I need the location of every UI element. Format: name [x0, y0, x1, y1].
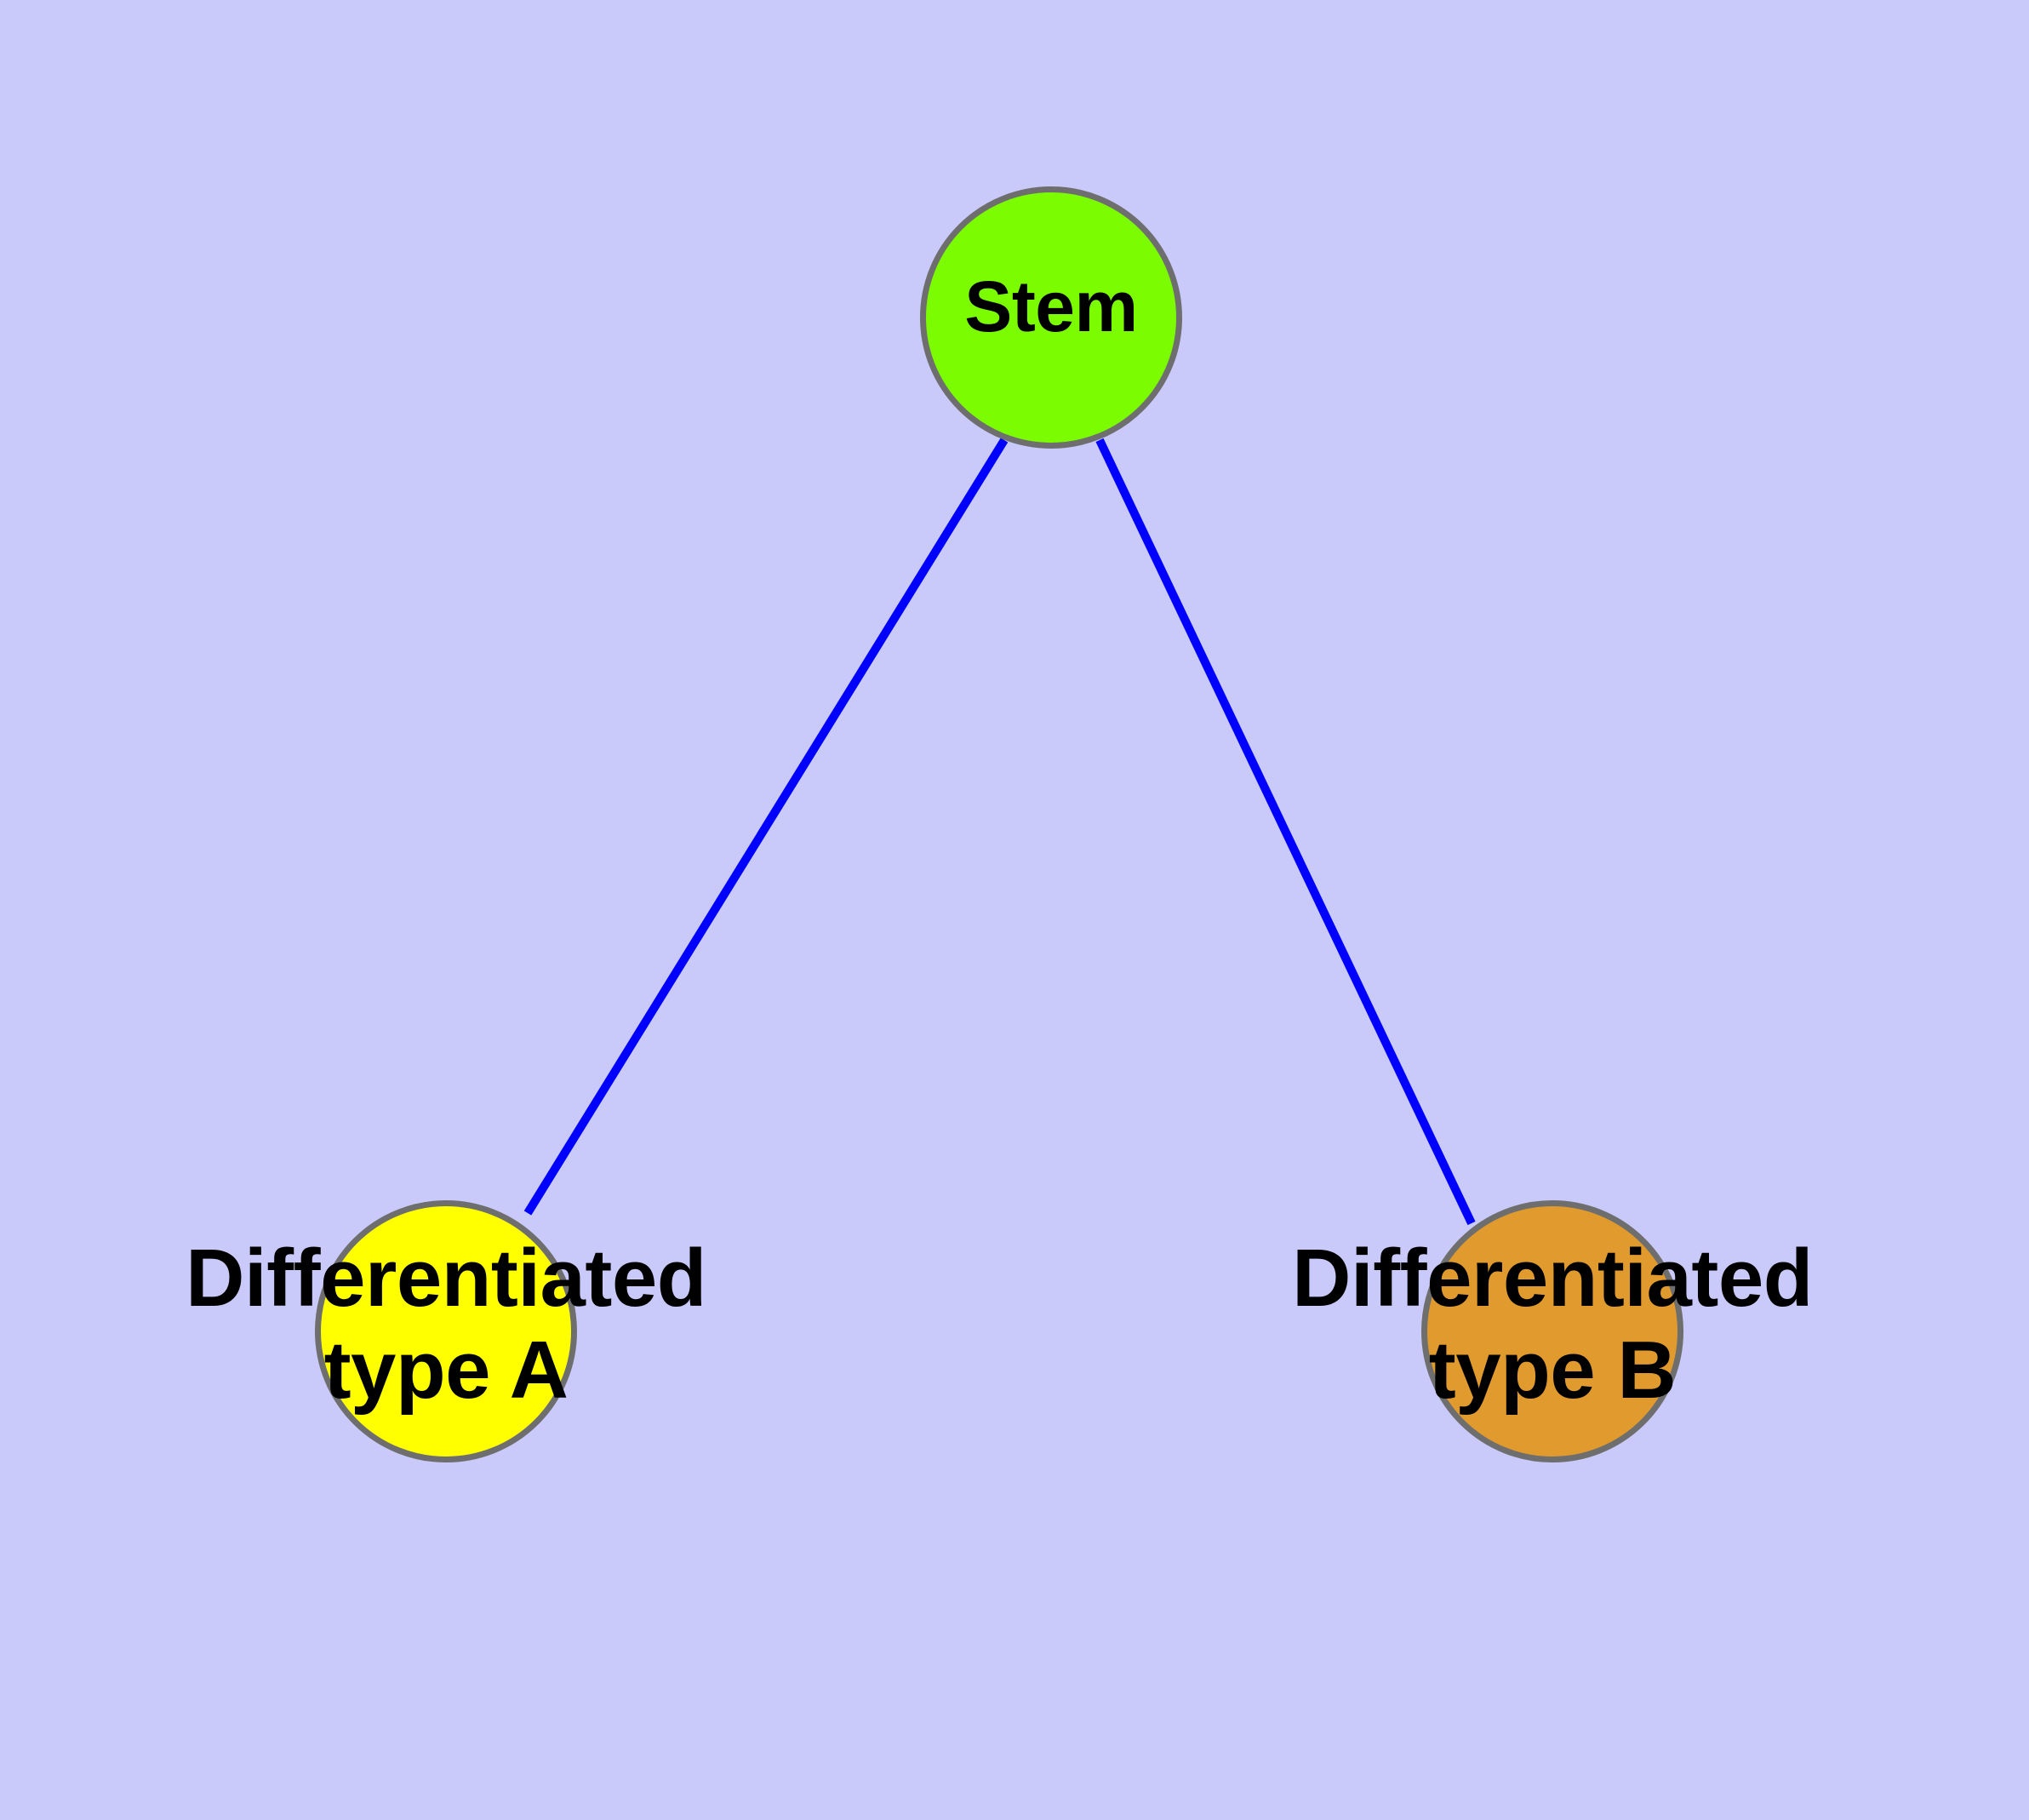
edge-stem-to-differentiated-type-b [1095, 438, 1476, 1226]
node-differentiated-type-a[interactable] [315, 1200, 577, 1462]
node-stem-label: Stem [964, 266, 1138, 346]
node-differentiated-type-b-label: Differentiated type B [1292, 1233, 1813, 1416]
edge-stem-to-differentiated-type-a [523, 438, 1009, 1216]
node-stem[interactable] [920, 186, 1182, 449]
node-differentiated-type-b[interactable] [1421, 1200, 1683, 1462]
node-differentiated-type-a-label: Differentiated type A [186, 1233, 706, 1416]
